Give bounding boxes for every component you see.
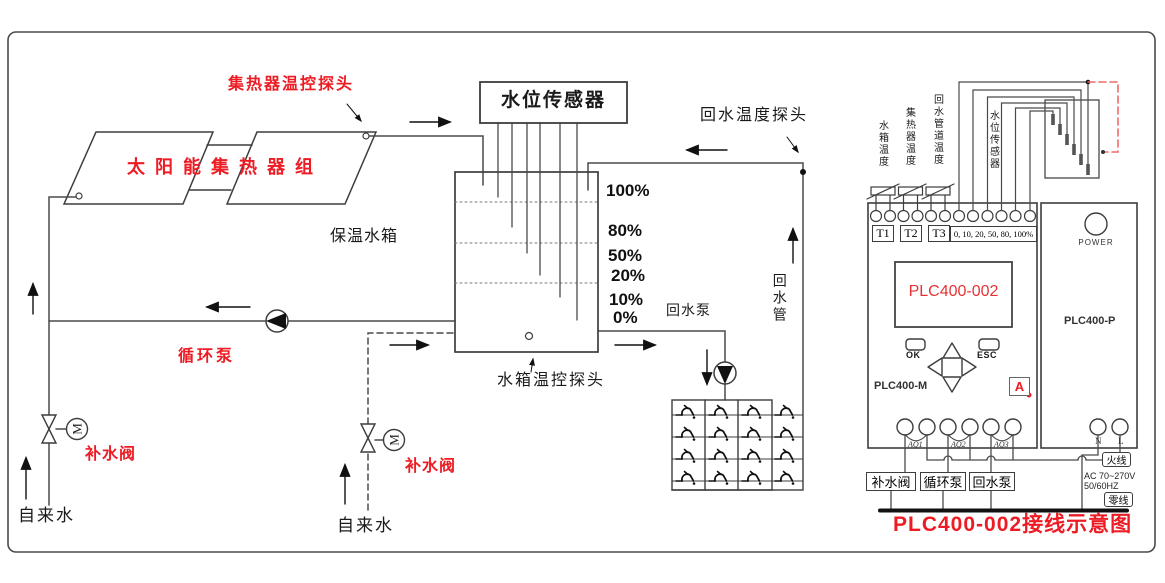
collector-probe-port (362, 132, 370, 140)
output-box-return-pump: 回水泵 (969, 472, 1015, 491)
refill-valve2-label: 补水阀 (405, 458, 457, 475)
collector-probe-label: 集热器温控探头 (228, 76, 355, 93)
refill-branch-dashed-pipe (367, 332, 454, 511)
outer-frame (7, 31, 1156, 553)
down-arrow-key (942, 376, 962, 393)
tap-water-label: 自来水 (18, 506, 75, 525)
plc-display-outline (894, 261, 1013, 328)
motor-letter: M (70, 423, 85, 435)
left-arrow-key (927, 357, 943, 377)
refill-valve-icon (40, 414, 89, 444)
aq3-label: AQ3 (994, 440, 1009, 449)
terminal-t1: T1 (872, 225, 894, 242)
tap-water2-label: 自来水 (337, 516, 394, 535)
plc-input-label-collector-temp: 集热器温度 (903, 107, 915, 167)
collector-outlet-port (75, 192, 83, 200)
return-pipe-label: 回水管 (771, 273, 788, 324)
output-box-refill-valve: 补水阀 (866, 472, 916, 491)
l-terminal-label: L (1118, 436, 1124, 446)
up-arrow-key (942, 342, 962, 359)
plc-main-module-outline (867, 202, 1038, 449)
collector-label: 太阳能集热器组 (127, 157, 323, 177)
level-sensor-label: 水位传感器 (500, 90, 606, 111)
solar-collector-array (62, 131, 378, 205)
thermistor-symbols (866, 183, 955, 212)
tank-label: 保温水箱 (330, 228, 399, 245)
neutral-wire-box: 零线 (1104, 492, 1133, 507)
plc-power-module-label: PLC400-P (1064, 315, 1116, 327)
terminal-t2: T2 (900, 225, 922, 242)
level-sensor-wiring (958, 81, 1089, 212)
power-label: POWER (1078, 238, 1114, 247)
refill-valve2-icon (359, 423, 406, 453)
level-0: 0% (613, 308, 638, 327)
level-sensor-box (479, 81, 628, 124)
a-badge: A (1009, 377, 1030, 396)
faucet-icons (675, 404, 796, 486)
return-probe-label: 回水温度探头 (700, 107, 809, 124)
relay-contact-curves (904, 433, 1014, 442)
aq1-label: AQ1 (908, 440, 923, 449)
refill-valve-label: 补水阀 (85, 446, 137, 463)
level-probes (1051, 114, 1090, 175)
power-indicator (1084, 212, 1108, 236)
flow-arrows (20, 116, 799, 505)
esc-button-shape (978, 338, 1000, 351)
wiring-diagram-title: PLC400-002接线示意图 (893, 513, 1133, 536)
output-wiring (890, 434, 1121, 511)
esc-button-label: ESC (977, 350, 998, 360)
n-terminal-label: N (1095, 436, 1102, 446)
l-terminal (1111, 418, 1129, 436)
level-probe-wires (497, 122, 578, 321)
plc-input-label-level-sensor: 水位传感器 (987, 110, 999, 170)
pointer-arrows (346, 103, 799, 373)
circulation-pump-icon (265, 309, 289, 333)
right-arrow-key (961, 357, 977, 377)
output-box-circulation-pump: 循环泵 (920, 472, 966, 491)
plc-power-module-outline (1040, 202, 1138, 449)
common-wire-dashed (1087, 81, 1119, 153)
level-100: 100% (606, 181, 650, 200)
circulation-pump-label: 循环泵 (178, 348, 236, 365)
level-probe-box (1044, 99, 1100, 179)
plc-display-text: PLC400-002 (908, 283, 999, 300)
ok-button-label: OK (906, 350, 921, 360)
ac-rating-line2: 50/60HZ (1084, 481, 1119, 491)
arrow-keypad (927, 342, 977, 393)
return-pump-icon (713, 361, 737, 385)
level-50: 50% (608, 246, 643, 265)
level-20: 20% (611, 266, 646, 285)
level-10: 10% (609, 290, 644, 309)
return-probe-point (800, 169, 806, 175)
terminal-t3: T3 (928, 225, 950, 242)
plc-modules (867, 202, 1138, 449)
aq2-label: AQ2 (951, 440, 966, 449)
level-terminal-strip: 0, 10, 20, 50, 80, 100% (950, 226, 1037, 242)
insulated-tank (454, 122, 599, 353)
ac-rating-line1: AC 70~270V (1084, 471, 1136, 481)
return-pump-label: 回水泵 (666, 302, 711, 318)
level-80: 80% (608, 221, 643, 240)
n-terminal (1089, 418, 1107, 436)
tank-temp-probe-port (524, 331, 534, 341)
plc-input-label-tank-temp: 水箱温度 (876, 120, 888, 168)
output-terminals (896, 418, 1129, 436)
live-wire-box: 火线 (1102, 452, 1131, 467)
a-badge-letter: A (1014, 379, 1025, 394)
ok-button-shape (905, 338, 926, 351)
tank-probe-label: 水箱温控探头 (497, 372, 606, 389)
plc-main-module-label: PLC400-M (874, 380, 928, 392)
input-terminals (869, 209, 1037, 223)
plc-input-label-return-pipe-temp: 回水管道温度 (931, 94, 943, 166)
motor-letter: M (387, 434, 402, 446)
